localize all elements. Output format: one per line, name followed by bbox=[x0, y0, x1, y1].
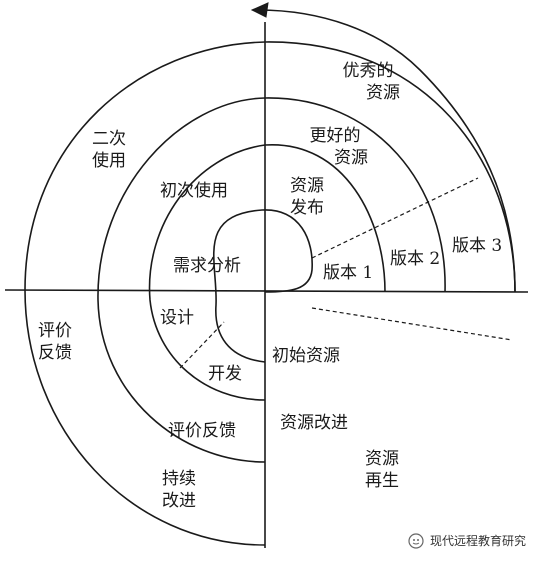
label-secondary-use: 二次 使用 bbox=[92, 129, 126, 171]
watermark: 现代远程教育研究 bbox=[408, 532, 526, 549]
label-evaluation-feedback-inner: 评价反馈 bbox=[168, 421, 236, 441]
spiral-inner-loop bbox=[212, 209, 313, 363]
divider-lower-left bbox=[179, 321, 225, 369]
label-resource-regeneration: 资源 再生 bbox=[365, 449, 399, 491]
spiral-arrow-arc bbox=[257, 9, 516, 293]
label-development: 开发 bbox=[208, 364, 242, 384]
label-version-1: 版本 1 bbox=[323, 263, 374, 283]
label-resource-improvement: 资源改进 bbox=[280, 413, 348, 433]
label-version-2: 版本 2 bbox=[390, 249, 441, 269]
label-design: 设计 bbox=[160, 308, 194, 328]
label-better-resources: 更好的 资源 bbox=[309, 126, 369, 168]
label-initial-resources: 初始资源 bbox=[272, 346, 340, 366]
wechat-icon bbox=[408, 532, 424, 549]
watermark-text: 现代远程教育研究 bbox=[429, 534, 526, 548]
spiral-outer-ring bbox=[24, 41, 516, 546]
horizontal-axis bbox=[4, 289, 529, 293]
label-needs-analysis: 需求分析 bbox=[173, 256, 241, 276]
label-version-3: 版本 3 bbox=[452, 236, 503, 256]
label-resource-release: 资源 发布 bbox=[290, 176, 324, 218]
label-continuous-improvement: 持续 改进 bbox=[162, 469, 196, 511]
label-evaluation-feedback-outer: 评价 反馈 bbox=[38, 321, 72, 363]
divider-upper-right bbox=[311, 177, 479, 259]
label-excellent-resources: 优秀的 资源 bbox=[342, 61, 401, 103]
spiral-second-ring bbox=[97, 97, 446, 463]
divider-lower-right bbox=[311, 307, 513, 341]
arrow-head bbox=[250, 2, 269, 18]
label-first-use: 初次使用 bbox=[160, 181, 228, 201]
